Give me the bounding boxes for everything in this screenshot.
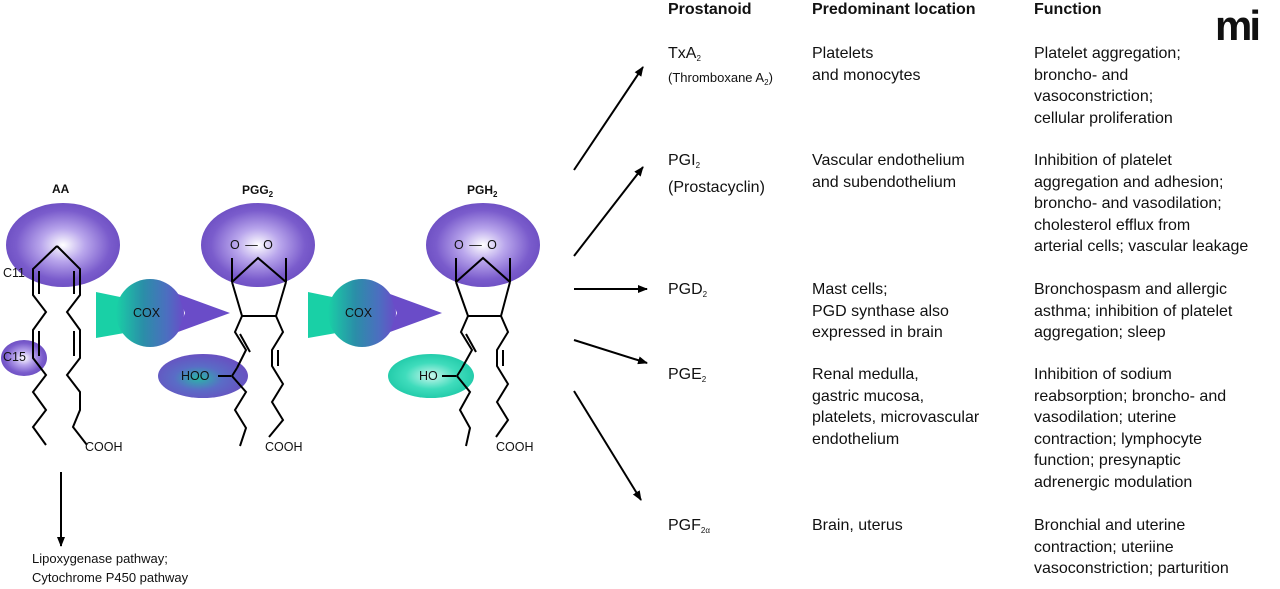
pgh2-label: PGH2 [467, 183, 498, 199]
pgg2-hoo-blob [158, 354, 248, 398]
arrow-to-pgf2a [573, 390, 642, 501]
pgg2-cooh-label: COOH [265, 440, 303, 454]
table-row: TxA2 (Thromboxane A2) [668, 43, 773, 87]
aa-top-blob [6, 203, 120, 287]
cox-enzyme-2 [308, 279, 442, 347]
header-prostanoid: Prostanoid [668, 1, 752, 18]
pgh2-cooh-label: COOH [496, 440, 534, 454]
prostanoid-name: TxA2 [668, 45, 701, 63]
function-cell: Bronchospasm and allergic asthma; inhibi… [1034, 281, 1233, 341]
location-cell: Mast cells; PGD synthase also expressed … [812, 281, 949, 341]
pgh2-ho-label: HO [419, 369, 438, 383]
arrow-to-txa2 [573, 66, 644, 171]
table-row: PGI2 (Prostacyclin) [668, 150, 765, 198]
location-cell: Vascular endothelium and subendothelium [812, 152, 965, 191]
function-cell: Bronchial and uterine contraction; uteri… [1034, 517, 1229, 577]
pgh2-peroxide: O — O [454, 238, 497, 252]
location-cell: Renal medulla, gastric mucosa, platelets… [812, 366, 980, 448]
prostanoid-alt-name: (Thromboxane A2) [668, 69, 773, 87]
arrow-to-pge2 [573, 339, 648, 365]
side-pathway-text: Lipoxygenase pathway; Cytochrome P450 pa… [32, 551, 189, 585]
pgg2-label: PGG2 [242, 183, 274, 199]
pgg2-molecule [158, 203, 315, 447]
prostanoid-name: PGE2 [668, 366, 707, 384]
cox-label-1: COX [133, 306, 161, 320]
c15-label: C15 [3, 350, 26, 364]
aa-molecule [1, 203, 120, 446]
prostanoid-alt-name: (Prostacyclin) [668, 178, 765, 196]
pgh2-ho-blob [388, 354, 474, 398]
location-cell: Platelets and monocytes [812, 45, 921, 84]
prostanoid-name: PGD2 [668, 281, 708, 299]
header-function: Function [1034, 1, 1102, 18]
function-cell: Inhibition of platelet aggregation and a… [1034, 152, 1249, 255]
arrow-to-pgi2 [573, 166, 644, 257]
pgh2-top-blob [426, 203, 540, 287]
header-location: Predominant location [812, 1, 976, 18]
prostanoid-name: PGI2 [668, 152, 701, 170]
cox-enzyme-1 [96, 279, 230, 347]
cox-label-2: COX [345, 306, 373, 320]
function-cell: Platelet aggregation; broncho- and vasoc… [1034, 45, 1181, 127]
aa-label: AA [52, 182, 70, 196]
pgh2-molecule [388, 203, 540, 447]
prostanoid-name: PGF2α [668, 517, 710, 535]
c11-label: C11 [3, 266, 26, 280]
aa-c15-blob [1, 340, 47, 376]
pgg2-peroxide: O — O [230, 238, 273, 252]
pgg2-hoo-label: HOO [181, 369, 210, 383]
mi-logo: mi [1215, 2, 1261, 49]
location-cell: Brain, uterus [812, 517, 903, 534]
function-cell: Inhibition of sodium reabsorption; bronc… [1034, 366, 1227, 491]
aa-right-chain [56, 245, 88, 446]
aa-left-chain [31, 245, 58, 446]
aa-cooh-label: COOH [85, 440, 123, 454]
